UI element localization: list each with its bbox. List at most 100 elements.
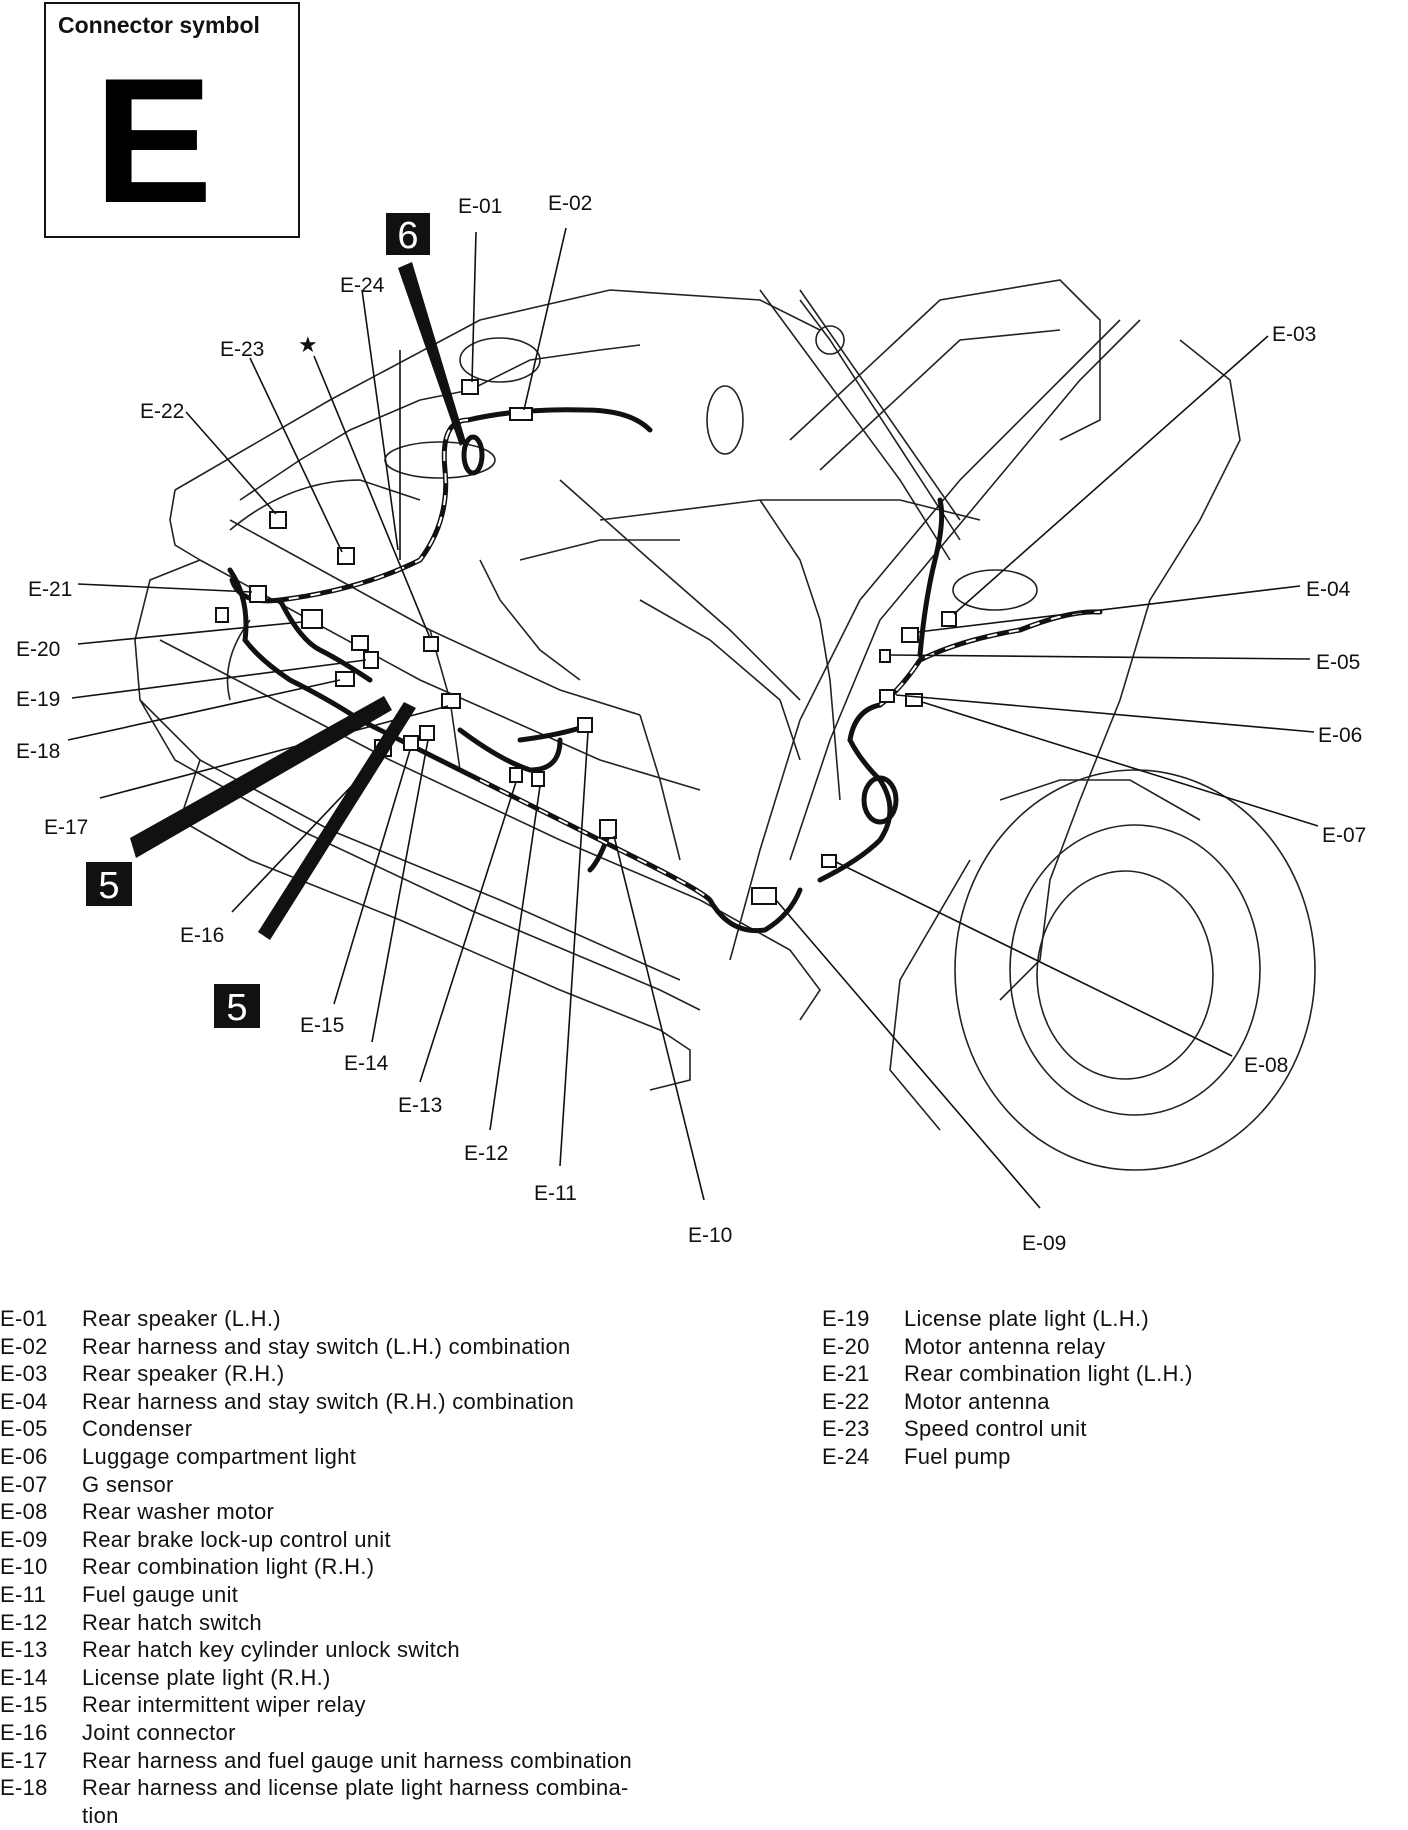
- legend-code: E-01: [0, 1306, 48, 1331]
- legend-description: Joint connector: [82, 1719, 236, 1745]
- badge-pointers: [130, 262, 466, 940]
- callout-e-08: E-08: [1244, 1054, 1288, 1077]
- connector-e-14: [419, 725, 435, 741]
- connector-e-17: [441, 693, 461, 709]
- connector-e-03: [941, 611, 957, 627]
- callout-e-07: E-07: [1322, 824, 1366, 847]
- callout-e-16: E-16: [180, 924, 224, 947]
- legend-code: E-19: [822, 1306, 870, 1331]
- connector-e-06: [879, 689, 895, 703]
- callout-labels: E-01 E-02E-03E-04E-05E-06E-07E-08E-09 E-10…: [16, 192, 1366, 1255]
- legend-description: Rear hatch switch: [82, 1609, 262, 1635]
- callout-e-15: E-15: [300, 1014, 344, 1037]
- car-body-outline: [134, 279, 1316, 1171]
- legend-description: Rear combination light (L.H.): [904, 1361, 1193, 1387]
- legend-code: E-12: [0, 1609, 48, 1635]
- legend-description: License plate light (R.H.): [82, 1664, 331, 1690]
- connector-e-09: [751, 887, 777, 905]
- callout-e-05: E-05: [1316, 651, 1360, 674]
- legend-code: E-13: [0, 1637, 48, 1663]
- callout-e-04: E-04: [1306, 578, 1351, 601]
- connectors: [215, 379, 957, 905]
- legend-description: Rear hatch key cylinder unlock switch: [82, 1637, 460, 1663]
- connector-e-08: [821, 854, 837, 868]
- callout-e-20: E-20: [16, 638, 60, 661]
- connector-e-19: [363, 651, 379, 669]
- wiring-diagram: 6 5 5 ★ E-01E-02E-03E-04E-0: [16, 192, 1366, 1255]
- connector-symbol-title: Connector symbol: [58, 12, 260, 38]
- legend-code: E-04: [0, 1388, 48, 1414]
- legend-description: Condenser: [82, 1416, 193, 1442]
- callout-e-17: E-17: [44, 816, 88, 839]
- section-badge-6: 6: [397, 215, 418, 257]
- callout-e-13: E-13: [398, 1094, 442, 1117]
- section-badge-5-bottom: 5: [226, 987, 247, 1029]
- legend-description: License plate light (L.H.): [904, 1306, 1150, 1331]
- legend-code: E-10: [0, 1554, 48, 1580]
- legend-description: Rear combination light (R.H.): [82, 1554, 375, 1580]
- legend-description: Fuel pump: [904, 1443, 1011, 1469]
- callout-e-06: E-06: [1318, 724, 1362, 747]
- connector-e-10: [599, 819, 617, 839]
- connector-e-02: [509, 407, 533, 421]
- section-badges: 6 5 5: [86, 213, 430, 1029]
- legend-description: Speed control unit: [904, 1416, 1087, 1442]
- connector-e-11: [577, 717, 593, 733]
- legend-code: E-18: [0, 1775, 48, 1801]
- callout-e-22: E-22: [140, 400, 184, 423]
- callout-e-09: E-09: [1022, 1232, 1066, 1255]
- legend-code: E-11: [0, 1581, 47, 1607]
- connector-e-24: [423, 636, 439, 652]
- legend-description: Rear speaker (R.H.): [82, 1361, 285, 1387]
- legend-description: tion: [82, 1802, 119, 1828]
- connector-e-01: [461, 379, 479, 395]
- legend-description: Rear harness and stay switch (R.H.) comb…: [82, 1388, 575, 1414]
- section-badge-5-left: 5: [98, 865, 119, 907]
- connector-symbol-box: Connector symbol E: [44, 2, 300, 238]
- legend-description: Fuel gauge unit: [82, 1581, 239, 1607]
- legend-code: E-23: [822, 1416, 870, 1442]
- connector-e-18: [335, 671, 355, 687]
- callout-e-10: E-10: [688, 1224, 732, 1247]
- legend-code: E-08: [0, 1499, 48, 1525]
- connector-e-12: [531, 771, 545, 787]
- connector-e-22: [269, 511, 287, 529]
- legend-description: G sensor: [82, 1471, 174, 1497]
- callout-e-18: E-18: [16, 740, 60, 763]
- connector-e-13: [509, 767, 523, 783]
- connector-e-20: [301, 609, 323, 629]
- legend-code: E-14: [0, 1664, 48, 1690]
- legend-description: Motor antenna relay: [904, 1333, 1106, 1359]
- callout-e-12: E-12: [464, 1142, 508, 1165]
- legend-description: Rear harness and license plate light har…: [82, 1775, 629, 1801]
- legend-code: E-06: [0, 1443, 48, 1469]
- callout-e-23: E-23: [220, 338, 264, 361]
- callout-e-21: E-21: [28, 578, 72, 601]
- callout-e-03: E-03: [1272, 323, 1316, 346]
- legend-description: Rear brake lock-up control unit: [82, 1526, 391, 1552]
- legend-code: E-03: [0, 1361, 48, 1387]
- callout-e-24: E-24: [340, 274, 385, 297]
- connector-e-05: [879, 649, 891, 663]
- callout-e-14: E-14: [344, 1052, 389, 1075]
- connector-e-04: [901, 627, 919, 643]
- connector-e-15: [403, 735, 419, 751]
- callout-e-11: E-11: [534, 1182, 577, 1205]
- callout-e-02: E-02: [548, 192, 592, 215]
- legend-description: Luggage compartment light: [82, 1443, 357, 1469]
- legend-description: Rear harness and stay switch (L.H.) comb…: [82, 1333, 571, 1359]
- legend-code: E-17: [0, 1747, 48, 1773]
- legend-code: E-22: [822, 1388, 870, 1414]
- callout-e-01: E-01: [458, 195, 502, 218]
- connector-symbol-letter: E: [94, 41, 213, 240]
- legend-description: Motor antenna: [904, 1388, 1050, 1414]
- legend-code: E-05: [0, 1416, 48, 1442]
- leader-lines: [67, 227, 1319, 1209]
- legend-description: Rear harness and fuel gauge unit harness…: [82, 1747, 633, 1773]
- legend-code: E-15: [0, 1692, 48, 1718]
- legend-code: E-24: [822, 1443, 870, 1469]
- legend-code: E-21: [822, 1361, 870, 1387]
- legend-code: E-02: [0, 1333, 48, 1359]
- legend-code: E-16: [0, 1719, 48, 1745]
